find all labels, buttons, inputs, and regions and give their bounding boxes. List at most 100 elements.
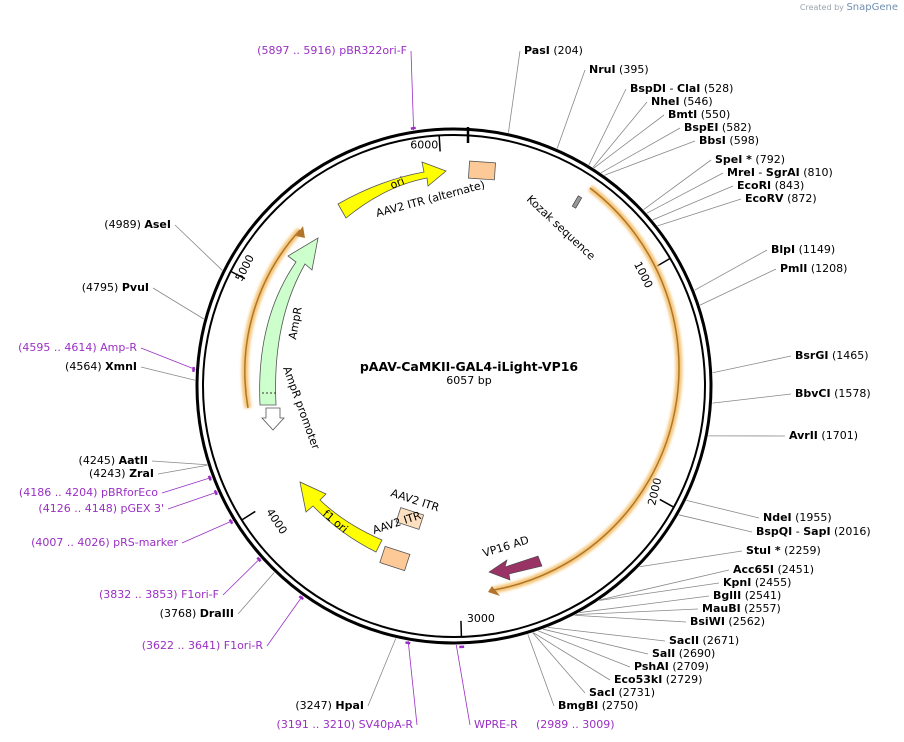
vp16-ad-arrow bbox=[488, 555, 543, 581]
primer-range: (2989 .. 3009) bbox=[536, 718, 615, 731]
svg-text:BbsI (598): BbsI (598) bbox=[699, 134, 759, 147]
site-pos: (2729) bbox=[662, 673, 702, 686]
svg-text:(4795) PvuI: (4795) PvuI bbox=[82, 281, 149, 294]
orf-arc-left-head bbox=[296, 226, 305, 238]
svg-text:WPRE-R: WPRE-R bbox=[474, 718, 518, 731]
site-pos: (550) bbox=[697, 108, 730, 121]
site-pos: (3768) bbox=[160, 607, 200, 620]
primer-bars bbox=[192, 126, 465, 649]
site-sep: - bbox=[755, 166, 766, 179]
svg-text:BmgBI (2750): BmgBI (2750) bbox=[558, 699, 638, 712]
snapgene-logo: SnapGene bbox=[846, 2, 898, 13]
primer-range: (4126 .. 4148) bbox=[38, 502, 120, 515]
site-label-19: Acc65I (2451) bbox=[733, 563, 814, 576]
site-name-2: SgrAI bbox=[766, 166, 800, 179]
site-name-2: ClaI bbox=[677, 82, 700, 95]
svg-text:Acc65I (2451): Acc65I (2451) bbox=[733, 563, 814, 576]
tick-label-3000: 3000 bbox=[467, 612, 495, 625]
svg-text:(5897 .. 5916) pBR322ori-F: (5897 .. 5916) pBR322ori-F bbox=[257, 44, 407, 57]
site-pos: (1208) bbox=[807, 262, 847, 275]
site-label-1: NruI (395) bbox=[589, 63, 649, 76]
site-name: PmlI bbox=[780, 262, 807, 275]
svg-text:NdeI (1955): NdeI (1955) bbox=[763, 511, 832, 524]
site-label-2: BspDI - ClaI (528) bbox=[630, 82, 733, 95]
site-label-22: MauBI (2557) bbox=[702, 602, 781, 615]
site-name: AseI bbox=[144, 218, 171, 231]
site-label-14: BbvCI (1578) bbox=[795, 387, 871, 400]
site-name: EcoRI bbox=[737, 179, 771, 192]
svg-text:BsrGI (1465): BsrGI (1465) bbox=[795, 349, 869, 362]
orf-arc-right-line bbox=[493, 187, 680, 591]
site-name: BmtI bbox=[668, 108, 697, 121]
svg-text:SacI (2731): SacI (2731) bbox=[589, 686, 655, 699]
site-name: NheI bbox=[651, 95, 680, 108]
primer-name: pGEX 3' bbox=[120, 502, 164, 515]
svg-text:NruI (395): NruI (395) bbox=[589, 63, 649, 76]
site-label-25: SalI (2690) bbox=[652, 647, 715, 660]
svg-text:(3191 .. 3210) SV40pA-R: (3191 .. 3210) SV40pA-R bbox=[277, 718, 414, 731]
ampr-arrow bbox=[259, 237, 319, 406]
site-label-34: (4564) XmnI bbox=[65, 360, 137, 373]
primer-name: WPRE-R bbox=[474, 718, 518, 731]
site-pos: (2451) bbox=[774, 563, 814, 576]
svg-text:BspEI (582): BspEI (582) bbox=[684, 121, 752, 134]
kozak-marker bbox=[571, 195, 583, 209]
site-pos: (3247) bbox=[295, 699, 335, 712]
ori-label: ori bbox=[388, 174, 406, 191]
primer-label-0: (5897 .. 5916) pBR322ori-F bbox=[257, 44, 407, 57]
site-label-20: KpnI (2455) bbox=[723, 576, 791, 589]
svg-text:SacII (2671): SacII (2671) bbox=[669, 634, 739, 647]
site-label-4: BmtI (550) bbox=[668, 108, 730, 121]
site-label-11: BlpI (1149) bbox=[771, 243, 835, 256]
backbone-outer-ring bbox=[195, 127, 713, 645]
site-name: SacI bbox=[589, 686, 615, 699]
primer-range: (4595 .. 4614) bbox=[18, 341, 100, 354]
site-label-5: BspEI (582) bbox=[684, 121, 752, 134]
svg-text:PmlI (1208): PmlI (1208) bbox=[780, 262, 847, 275]
site-pos: (2690) bbox=[675, 647, 715, 660]
primer-name: Amp-R bbox=[100, 341, 137, 354]
site-name: PasI bbox=[524, 44, 550, 57]
site-pos: (1578) bbox=[831, 387, 871, 400]
site-name: KpnI bbox=[723, 576, 751, 589]
primer-range: (5897 .. 5916) bbox=[257, 44, 339, 57]
site-name: BbvCI bbox=[795, 387, 831, 400]
site-pos: (2562) bbox=[725, 615, 765, 628]
primer-name: F1ori-F bbox=[181, 588, 219, 601]
site-name: BlpI bbox=[771, 243, 795, 256]
plasmid-size: 6057 bp bbox=[446, 374, 491, 387]
site-name: Acc65I bbox=[733, 563, 774, 576]
site-label-36: (4989) AseI bbox=[104, 218, 171, 231]
primer-range: (4186 .. 4204) bbox=[19, 486, 101, 499]
plasmid-name: pAAV-CaMKII-GAL4-iLight-VP16 bbox=[360, 359, 579, 374]
primer-label-7: (3191 .. 3210) SV40pA-R bbox=[277, 718, 414, 731]
site-label-0: PasI (204) bbox=[524, 44, 583, 57]
site-name: MreI bbox=[727, 166, 755, 179]
site-name: BspDI bbox=[630, 82, 666, 95]
site-pos: (872) bbox=[784, 192, 817, 205]
site-pos: (2541) bbox=[741, 589, 781, 602]
kozak-label: Kozak sequence bbox=[524, 193, 598, 263]
snapgene-credit: Created by SnapGene bbox=[800, 2, 898, 13]
tick-4000 bbox=[241, 510, 256, 521]
site-label-33: (4245) AatII bbox=[79, 454, 148, 467]
site-pos: (528) bbox=[700, 82, 733, 95]
backbone-inner-ring bbox=[202, 134, 706, 638]
f1-ori-arrow bbox=[299, 481, 383, 553]
primer-bar-5 bbox=[256, 556, 262, 563]
site-pos: (4795) bbox=[82, 281, 122, 294]
site-name: SalI bbox=[652, 647, 675, 660]
leader-lines bbox=[140, 50, 792, 726]
primer-bar-4 bbox=[228, 518, 234, 525]
site-pos: (2557) bbox=[741, 602, 781, 615]
svg-text:(3768) DraIII: (3768) DraIII bbox=[160, 607, 234, 620]
svg-text:(2989 .. 3009): (2989 .. 3009) bbox=[536, 718, 615, 731]
primer-label-2: (4186 .. 4204) pBRforEco bbox=[19, 486, 158, 499]
site-label-10: EcoRV (872) bbox=[745, 192, 817, 205]
svg-text:BmtI (550): BmtI (550) bbox=[668, 108, 730, 121]
svg-text:(4186 .. 4204) pBRforEco: (4186 .. 4204) pBRforEco bbox=[19, 486, 158, 499]
site-pos: (204) bbox=[550, 44, 583, 57]
svg-text:BspDI - ClaI (528): BspDI - ClaI (528) bbox=[630, 82, 733, 95]
site-label-26: PshAI (2709) bbox=[634, 660, 709, 673]
site-name: NdeI bbox=[763, 511, 792, 524]
